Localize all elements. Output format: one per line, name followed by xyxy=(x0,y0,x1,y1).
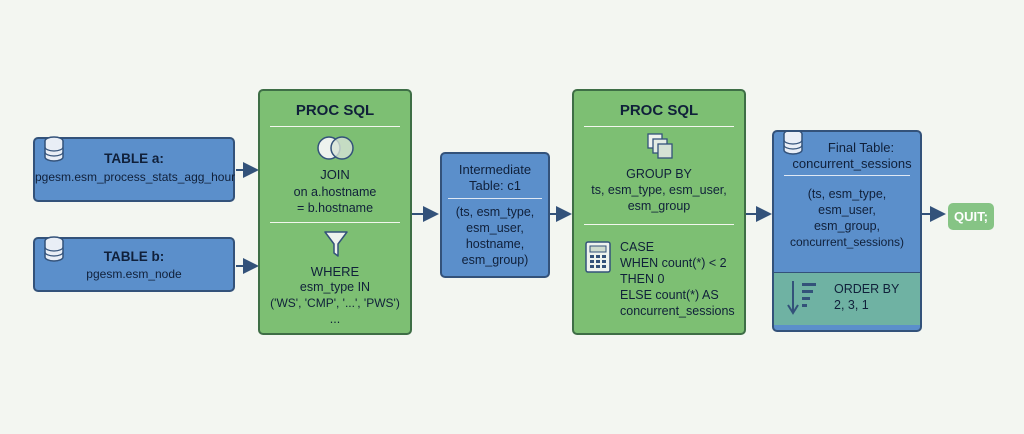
case-line-4: ELSE count(*) AS xyxy=(620,288,719,302)
proc1-title: PROC SQL xyxy=(295,102,375,119)
table-b-label: TABLE b: xyxy=(103,249,165,264)
where-line-2: ('WS', 'CMP', '...', 'PWS') xyxy=(270,296,400,310)
table-b-name: pgesm.esm_node xyxy=(86,267,182,281)
order-by-values: 2, 3, 1 xyxy=(834,298,869,312)
divider xyxy=(584,224,734,225)
group-by-line-2: ts, esm_type, esm_user, xyxy=(591,183,727,197)
table-a-name: pgesm.esm_process_stats_agg_hour xyxy=(35,170,236,184)
final-col-4: concurrent_sessions) xyxy=(789,235,905,249)
order-by-label: ORDER BY xyxy=(834,282,900,296)
divider xyxy=(270,222,400,223)
case-line-1: CASE xyxy=(620,240,655,254)
database-icon xyxy=(44,136,64,162)
intermediate-col-1: (ts, esm_type, xyxy=(455,205,535,219)
quit-label: QUIT; xyxy=(954,209,988,224)
where-line-3: ... xyxy=(329,312,341,326)
final-title-line-2: concurrent_sessions xyxy=(792,156,912,171)
case-line-5: concurrent_sessions xyxy=(620,304,735,318)
where-line-1: esm_type IN xyxy=(299,280,371,294)
table-b-box: TABLE b: pgesm.esm_node xyxy=(33,236,235,292)
where-label: WHERE xyxy=(310,264,360,279)
group-by-line-3: esm_group xyxy=(627,199,691,213)
filter-funnel-icon xyxy=(324,231,348,257)
case-line-3: THEN 0 xyxy=(620,272,665,286)
final-col-1: (ts, esm_type, xyxy=(807,187,887,201)
proc-sql-join-box: PROC SQL JOIN on a.hostname = b.hostname… xyxy=(258,89,412,335)
intermediate-col-3: hostname, xyxy=(465,237,525,251)
join-label: JOIN xyxy=(320,167,350,182)
database-icon xyxy=(783,132,803,155)
group-squares-icon xyxy=(647,133,673,159)
sort-descending-icon xyxy=(787,281,816,315)
final-col-3: esm_group, xyxy=(813,219,880,233)
calculator-icon xyxy=(585,241,611,273)
proc-sql-group-box: PROC SQL GROUP BY ts, esm_type, esm_user… xyxy=(572,89,746,335)
quit-box: QUIT; xyxy=(948,203,994,230)
final-title-line-1: Final Table: xyxy=(827,140,895,155)
final-col-2: esm_user, xyxy=(818,203,876,217)
group-by-label: GROUP BY xyxy=(626,167,692,181)
proc2-title: PROC SQL xyxy=(619,102,699,119)
divider xyxy=(270,126,400,127)
intermediate-table-box: Intermediate Table: c1 (ts, esm_type, es… xyxy=(440,152,550,278)
table-a-box: TABLE a: pgesm.esm_process_stats_agg_hou… xyxy=(33,136,236,202)
database-icon xyxy=(44,236,64,262)
order-by-panel: ORDER BY 2, 3, 1 xyxy=(774,272,920,325)
join-on-line-1: on a.hostname xyxy=(293,185,377,199)
divider xyxy=(784,175,910,176)
intermediate-col-4: esm_group) xyxy=(461,253,529,267)
divider xyxy=(584,126,734,127)
join-on-line-2: = b.hostname xyxy=(296,201,374,215)
case-line-2: WHEN count(*) < 2 xyxy=(620,256,727,270)
final-table-box: Final Table: concurrent_sessions (ts, es… xyxy=(772,130,922,332)
divider xyxy=(448,198,542,199)
intermediate-col-2: esm_user, xyxy=(466,221,524,235)
intermediate-title-line-1: Intermediate xyxy=(458,162,532,177)
intermediate-title-line-2: Table: c1 xyxy=(468,178,522,193)
venn-join-icon xyxy=(317,136,354,160)
table-a-label: TABLE a: xyxy=(104,151,164,166)
